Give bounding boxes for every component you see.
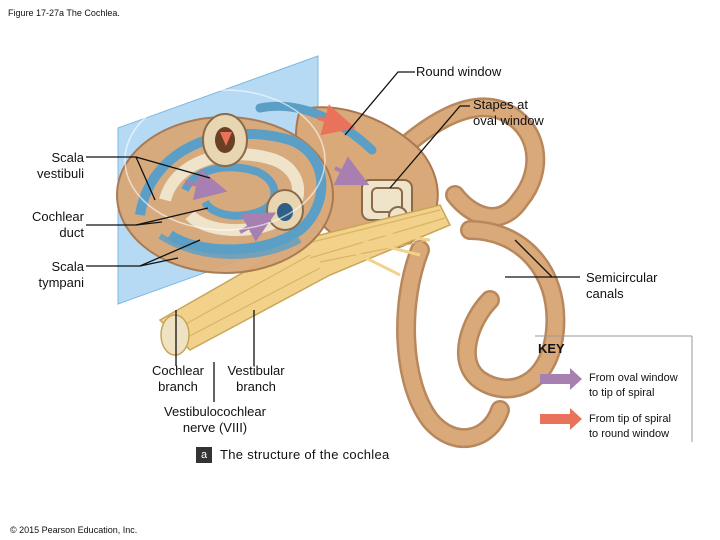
label-cochlear-duct: Cochlear duct — [31, 209, 84, 240]
label-stapes: Stapes at oval window — [473, 97, 544, 128]
label-vestibulocochlear-nerve: Vestibulocochlear nerve (VIII) — [164, 404, 266, 435]
semicircular-canals — [380, 97, 566, 448]
copyright-notice: © 2015 Pearson Education, Inc. — [10, 525, 138, 535]
key-box — [535, 335, 693, 442]
key-item-oval-to-tip: From oval window to tip of spiral — [589, 372, 678, 399]
cochlea-spiral — [116, 89, 334, 274]
key-item-tip-to-round: From tip of spiral to round window — [589, 413, 671, 440]
stapes — [361, 179, 413, 226]
label-round-window: Round window — [416, 64, 502, 79]
figure-caption: The structure of the cochlea — [220, 447, 390, 462]
label-scala-vestibuli: Scala vestibuli — [37, 150, 84, 181]
key-arrow-red — [540, 408, 582, 430]
label-cochlear-branch: Cochlear branch — [151, 363, 205, 394]
leader-lines — [86, 71, 580, 402]
key-arrow-purple — [540, 368, 582, 390]
key-title: KEY — [538, 341, 565, 356]
label-semicircular-canals: Semicircular canals — [586, 270, 658, 301]
figure-title: Figure 17-27a The Cochlea. — [8, 8, 120, 18]
panel-badge: a — [196, 447, 212, 463]
label-scala-tympani: Scala tympani — [38, 259, 84, 290]
label-vestibular-branch: Vestibular branch — [227, 363, 285, 394]
round-window-duct — [255, 101, 377, 155]
